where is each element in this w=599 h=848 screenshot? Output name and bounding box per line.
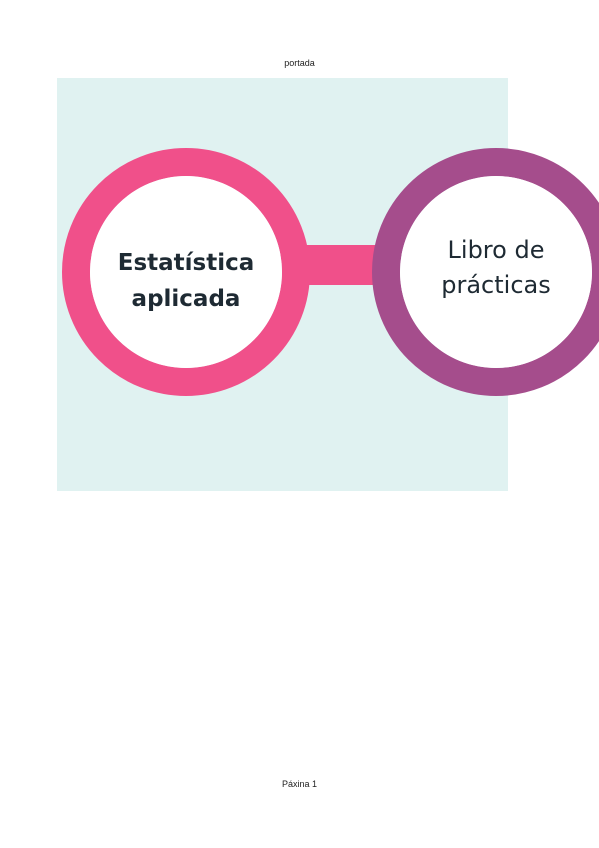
left-circle-title-line1: Estatística	[118, 250, 255, 276]
right-circle-title-line1: Libro de	[448, 236, 545, 264]
right-circle-title-line2: prácticas	[441, 271, 551, 299]
left-circle-fill	[90, 176, 282, 368]
page-header: portada	[284, 58, 315, 68]
left-circle-title-line2: aplicada	[132, 286, 241, 312]
circle-connector	[295, 245, 385, 285]
page-number: Páxina 1	[281, 779, 318, 789]
right-circle-fill	[400, 176, 592, 368]
left-circle-ring	[62, 148, 310, 396]
right-circle-ring	[372, 148, 599, 396]
